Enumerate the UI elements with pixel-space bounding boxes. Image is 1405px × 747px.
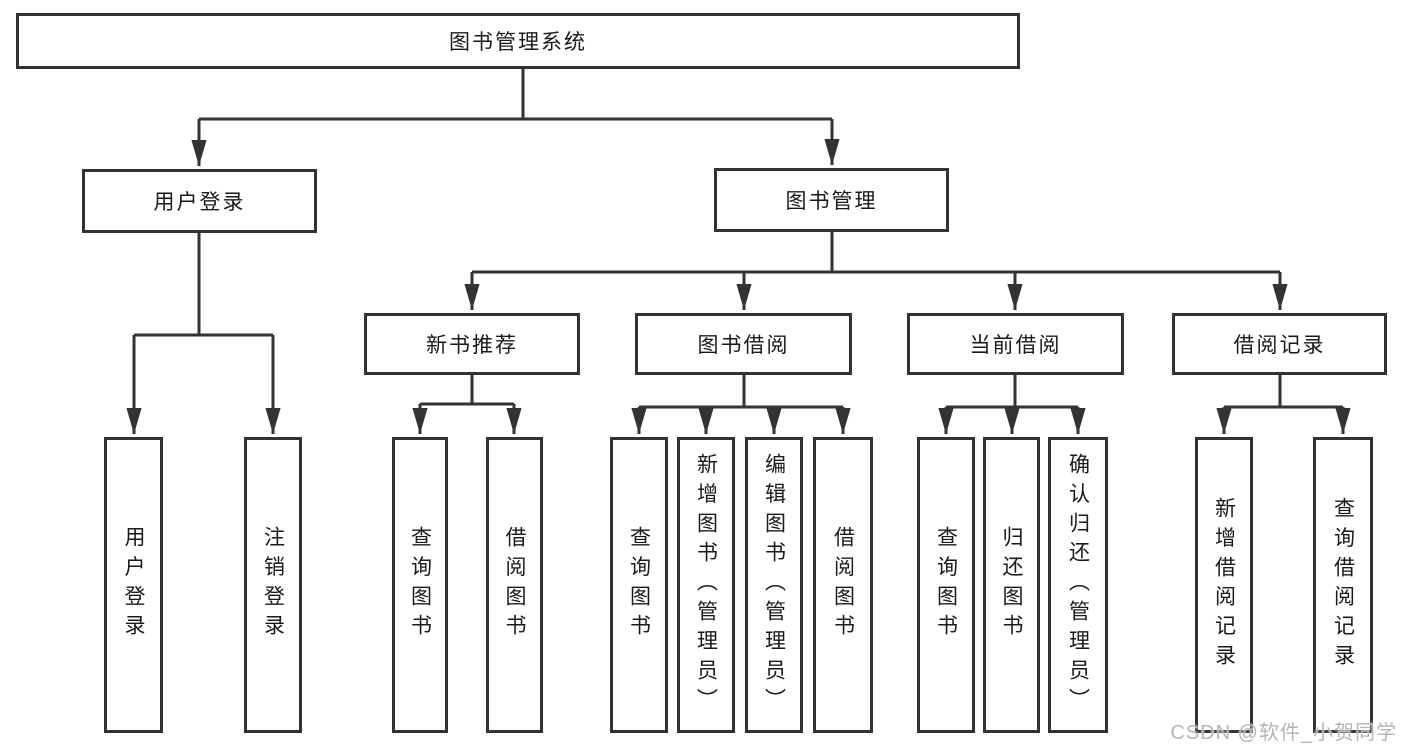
leaf-current-confirm-return-admin: 确认归还（管理员） — [1048, 437, 1108, 733]
leaf-current-query-books: 查询图书 — [917, 437, 975, 733]
leaf-logout: 注销登录 — [244, 437, 302, 733]
node-borrow-records: 借阅记录 — [1172, 313, 1387, 375]
leaf-records-query-borrow-record: 查询借阅记录 — [1313, 437, 1373, 733]
node-book-management: 图书管理 — [714, 168, 949, 232]
connector-trunks — [134, 69, 1343, 409]
leaf-borrow-query-books: 查询图书 — [610, 437, 668, 733]
node-new-book-recommend: 新书推荐 — [364, 313, 580, 375]
leaf-borrow-borrow-books: 借阅图书 — [813, 437, 873, 733]
node-user-login: 用户登录 — [82, 169, 317, 233]
node-library-management-system: 图书管理系统 — [16, 13, 1020, 69]
node-book-borrow: 图书借阅 — [635, 313, 852, 375]
csdn-watermark: CSDN @软件_小贺同学 — [1170, 722, 1397, 744]
leaf-borrow-add-books-admin: 新增图书（管理员） — [677, 437, 735, 733]
leaf-records-add-borrow-record: 新增借阅记录 — [1195, 437, 1253, 733]
leaf-user-login: 用户登录 — [104, 437, 163, 733]
leaf-recommend-borrow-books: 借阅图书 — [486, 437, 543, 733]
connector-arrows — [126, 119, 1351, 434]
node-current-borrow: 当前借阅 — [907, 313, 1124, 375]
leaf-borrow-edit-books-admin: 编辑图书（管理员） — [745, 437, 803, 733]
leaf-current-return-books: 归还图书 — [983, 437, 1040, 733]
leaf-recommend-query-books: 查询图书 — [392, 437, 448, 733]
